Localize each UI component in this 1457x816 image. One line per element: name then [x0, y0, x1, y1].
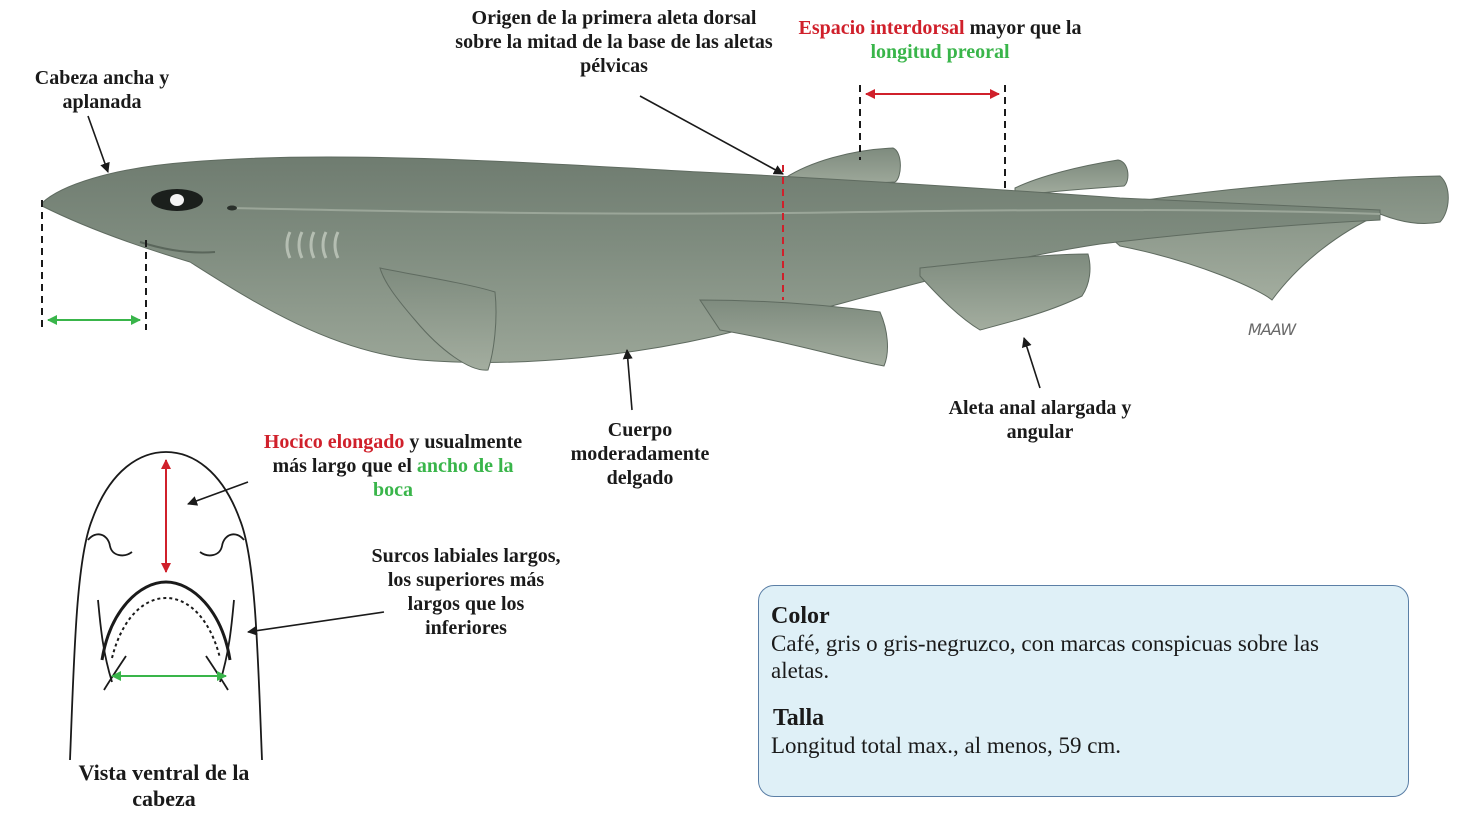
left-nostril [88, 534, 132, 555]
anal-fin-shape [920, 254, 1090, 330]
body-pointer-arrow [627, 350, 632, 410]
interdorsal-space-term: Espacio interdorsal [799, 17, 965, 39]
ventral-view-caption: Vista ventral de la cabeza [52, 760, 276, 812]
info-box: Color Café, gris o gris-negruzco, con ma… [758, 585, 1409, 797]
interdorsal-mid-text: mayor que la [965, 17, 1082, 39]
labial-furrows-label: Surcos labiales largos, los superiores m… [370, 544, 562, 640]
anal-fin-label: Aleta anal alargada y angular [930, 396, 1150, 444]
size-description: Longitud total max., al menos, 59 cm. [771, 732, 1121, 759]
teeth-row [112, 598, 220, 658]
interdorsal-label: Espacio interdorsal mayor que la longitu… [790, 16, 1090, 64]
right-nostril [200, 534, 244, 555]
body-label: Cuerpo moderadamente delgado [560, 418, 720, 490]
size-heading: Talla [773, 704, 824, 732]
artist-signature: MAAW [1248, 320, 1295, 339]
first-dorsal-origin-label: Origen de la primera aleta dorsal sobre … [450, 6, 778, 78]
snout-label: Hocico elongado y usualmente más largo q… [250, 430, 536, 502]
head-pointer-arrow [88, 116, 108, 172]
color-heading: Color [771, 602, 830, 630]
eye-highlight [170, 194, 184, 206]
labial-furrow-pointer-arrow [248, 612, 384, 632]
snout-elongated-term: Hocico elongado [264, 431, 405, 453]
ventral-head-view [70, 452, 262, 760]
second-dorsal-fin [1015, 160, 1128, 196]
shark-lateral-view [42, 148, 1448, 370]
first-dorsal-pointer-arrow [640, 96, 783, 174]
spiracle [227, 206, 237, 211]
anal-fin-pointer-arrow [1024, 338, 1040, 388]
color-description: Café, gris o gris-negruzco, con marcas c… [771, 630, 1319, 684]
snout-pointer-arrow [188, 482, 248, 504]
upper-jaw [102, 582, 230, 660]
head-label: Cabeza ancha y aplanada [4, 66, 200, 114]
preoral-length-term: longitud preoral [870, 41, 1009, 63]
